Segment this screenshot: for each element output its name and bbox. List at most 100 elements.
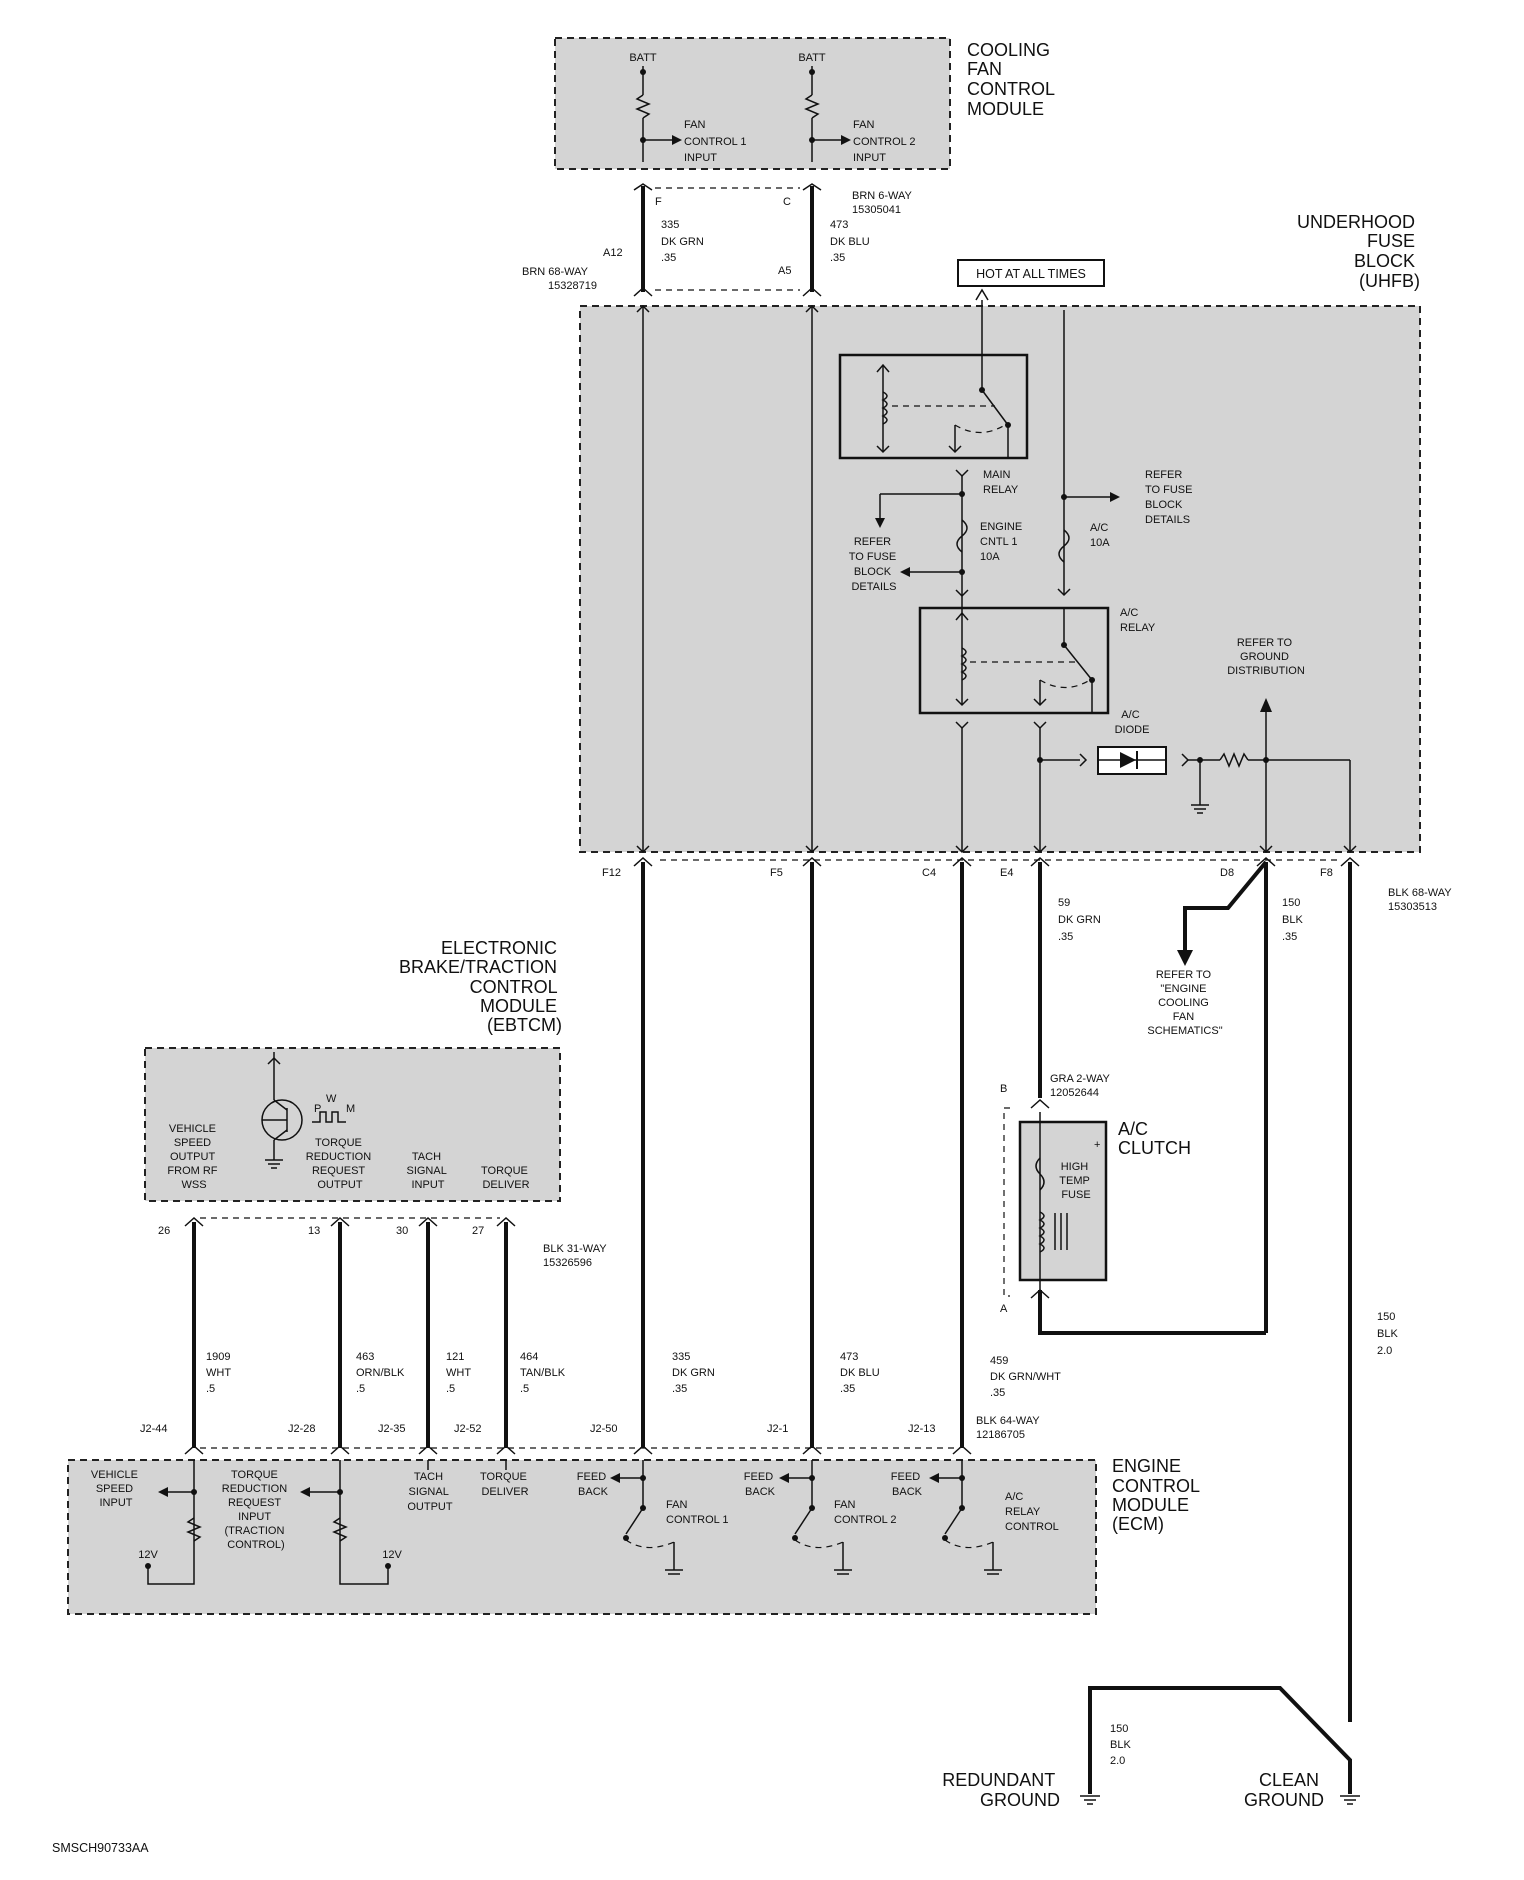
ecm-12v-1: 12V — [138, 1549, 158, 1561]
main-wire-runs — [641, 860, 1352, 1722]
batt-label-1: BATT — [629, 52, 657, 64]
connector-brn68: BRN 68-WAY 15328719 — [522, 266, 597, 292]
ebtcm-trr-label: TORQUE REDUCTION REQUEST OUTPUT — [306, 1137, 374, 1191]
ecm-title: ENGINE CONTROL MODULE (ECM) — [1112, 1456, 1204, 1534]
plus-sign: + — [1094, 1139, 1100, 1151]
ecm-feedback-1: FEED BACK — [577, 1471, 609, 1498]
underhood-fuse-block: MAIN RELAY ENGINE CNTL 1 10A REFER TO FU… — [579, 288, 1421, 854]
ecm-acrelay-label: A/C RELAY CONTROL — [1005, 1491, 1059, 1533]
fan-control-1-input-label: FAN CONTROL 1 INPUT — [684, 119, 750, 164]
pin-f5: F5 — [770, 867, 783, 879]
ac-relay — [918, 600, 1110, 715]
ebtcm-title: ELECTRONIC BRAKE/TRACTION CONTROL MODULE… — [399, 938, 562, 1035]
pin-j2-50: J2-50 — [590, 1423, 618, 1435]
connector-gra2: GRA 2-WAY 12052644 — [1050, 1073, 1113, 1099]
ebtcm-vss-label: VEHICLE SPEED OUTPUT FROM RF WSS — [167, 1123, 220, 1191]
pin-c4: C4 — [922, 867, 936, 879]
fan-control-2-input-label: FAN CONTROL 2 INPUT — [853, 119, 919, 164]
pin-f12: F12 — [602, 867, 621, 879]
refer-fuse-right: REFER TO FUSE BLOCK DETAILS — [1145, 469, 1196, 526]
pin-e4: E4 — [1000, 867, 1013, 879]
pin-13: 13 — [308, 1225, 320, 1237]
hot-at-all-times-box: HOT AT ALL TIMES — [957, 259, 1105, 287]
pin-j2-52: J2-52 — [454, 1423, 482, 1435]
refer-ground-label: REFER TO GROUND DISTRIBUTION — [1227, 637, 1305, 677]
pwm-w: W — [326, 1093, 337, 1105]
redundant-ground-label: REDUNDANT GROUND — [942, 1770, 1060, 1810]
ecm-tach-label: TACH SIGNAL OUTPUT — [407, 1471, 453, 1513]
ebtcm-tach-label: TACH SIGNAL INPUT — [406, 1151, 449, 1191]
high-temp-fuse-label: HIGH TEMP FUSE — [1059, 1161, 1092, 1201]
pin-j2-28: J2-28 — [288, 1423, 316, 1435]
ac-clutch-title: A/C CLUTCH — [1118, 1119, 1191, 1158]
wire-335-top: 335 DK GRN .35 — [661, 219, 707, 264]
ecm-pins: J2-44 J2-28 J2-35 J2-52 J2-50 J2-1 J2-13… — [140, 1415, 1042, 1455]
refer-fuse-left: REFER TO FUSE BLOCK DETAILS — [849, 536, 900, 593]
wire-150-top: 150 BLK .35 — [1282, 897, 1306, 943]
pin-j2-35: J2-35 — [378, 1423, 406, 1435]
wire-59: 59 DK GRN .35 — [1058, 897, 1104, 943]
pwm-m: M — [346, 1103, 355, 1115]
ac-fuse-label: A/C 10A — [1090, 522, 1111, 549]
ac-diode — [1040, 746, 1357, 854]
uhfb-title: UNDERHOOD FUSE BLOCK (UHFB) — [1297, 212, 1420, 291]
connector-blk64: BLK 64-WAY 12186705 — [976, 1415, 1042, 1441]
batt-label-2: BATT — [798, 52, 826, 64]
pin-j2-13: J2-13 — [908, 1423, 936, 1435]
ecm-12v-2: 12V — [382, 1549, 402, 1561]
pin-b: B — [1000, 1083, 1007, 1095]
fan-control-1-switch — [610, 1460, 683, 1575]
engine-cntl-fuse-label: ENGINE CNTL 1 10A — [980, 521, 1025, 563]
pin-j2-44: J2-44 — [140, 1423, 168, 1435]
ac-clutch: B A GRA 2-WAY 12052644 + HIGH TEMP FUSE … — [1000, 1073, 1191, 1315]
wire-473-top: 473 DK BLU .35 — [830, 219, 873, 264]
cooling-fan-module-title: COOLING FAN CONTROL MODULE — [967, 40, 1059, 119]
ecm-fan1-label: FAN CONTROL 1 — [666, 1499, 729, 1526]
pin-d8: D8 — [1220, 867, 1234, 879]
main-relay — [838, 353, 1029, 460]
ecm-td-label: TORQUE DELIVER — [480, 1471, 530, 1498]
footer-code: SMSCH90733AA — [52, 1841, 149, 1855]
pin-j2-1: J2-1 — [767, 1423, 788, 1435]
pin-c: C — [783, 196, 791, 208]
clean-ground-label: CLEAN GROUND — [1244, 1770, 1324, 1810]
ebtcm-td-label: TORQUE DELIVER — [481, 1165, 531, 1191]
connector-blk68: BLK 68-WAY 15303513 — [1388, 887, 1454, 913]
pin-a12: A12 — [603, 247, 623, 259]
ecm-feedback-2: FEED BACK — [744, 1471, 776, 1498]
fan-control-2-switch — [779, 1460, 852, 1575]
pullup-resistor-1 — [635, 66, 682, 162]
cooling-fan-control-module: BATT BATT FAN CONTROL 1 INPUT FAN — [554, 37, 1059, 170]
ac-diode-label: A/C DIODE — [1115, 709, 1150, 736]
connector-brn6: BRN 6-WAY 15305041 — [852, 190, 915, 216]
ebtcm-ecm-wires: 26 13 30 27 BLK 31-WAY 15326596 — [158, 1216, 607, 1448]
refer-cooling-fan-schematics: REFER TO "ENGINE COOLING FAN SCHEMATICS" — [1147, 969, 1222, 1037]
ac-relay-control-switch — [929, 1460, 1002, 1575]
ecm-vss-label: VEHICLE SPEED INPUT — [91, 1469, 141, 1509]
pullup-resistor-2 — [804, 66, 851, 162]
pwm-p: P — [314, 1103, 321, 1115]
ecm-trr-label: TORQUE REDUCTION REQUEST INPUT (TRACTION… — [222, 1469, 290, 1551]
pin-a5: A5 — [778, 265, 791, 277]
ebtcm-module: W P M VEHICLE SPEED OUTPUT FROM RF WSS T… — [144, 1047, 561, 1202]
ecm-feedback-3: FEED BACK — [891, 1471, 923, 1498]
pin-27: 27 — [472, 1225, 484, 1237]
wire-150-mid: 150 BLK 2.0 — [1377, 1311, 1401, 1357]
ac-relay-label: A/C RELAY — [1120, 607, 1156, 634]
pin-f8: F8 — [1320, 867, 1333, 879]
ecm-module: 12V 12V — [67, 1459, 1097, 1615]
svg-text:HOT AT ALL TIMES: HOT AT ALL TIMES — [976, 267, 1086, 281]
main-relay-label: MAIN RELAY — [983, 469, 1019, 496]
upper-fan-wires: F C 335 DK GRN .35 473 DK BLU .35 BRN 6-… — [522, 183, 915, 297]
grounds: 150 BLK 2.0 REDUNDANT GROUND CLEAN GROUN… — [942, 1686, 1360, 1810]
pin-30: 30 — [396, 1225, 408, 1237]
pin-a: A — [1000, 1303, 1008, 1315]
uhfb-bottom-pins: F12 F5 C4 E4 D8 F8 BLK 68-WAY 15303513 — [602, 856, 1454, 913]
